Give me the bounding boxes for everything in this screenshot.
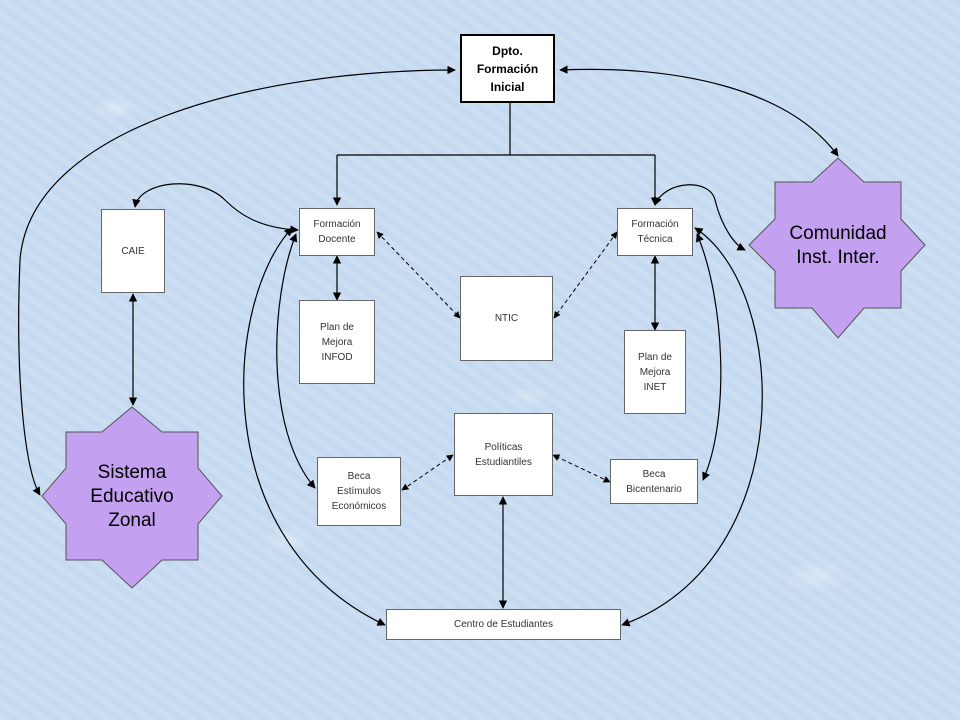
beca-estimulos-label: Beca Estímulos Económicos <box>331 471 387 512</box>
sistema-label: Sistema Educativo Zonal <box>90 462 174 531</box>
centro-label: Centro de Estudiantes <box>454 619 553 630</box>
formacion-docente-label: Formación Docente <box>313 219 361 245</box>
formacion-docente-box: Formación Docente <box>299 208 375 256</box>
plan-mejora-inet-box: Plan de Mejora INET <box>624 330 686 414</box>
beca-bicentenario-label: Beca Bicentenario <box>626 468 682 495</box>
tecnica-comunidad-arrow <box>653 184 746 251</box>
ntic-box: NTIC <box>460 276 553 361</box>
plan-inet-label: Plan de Mejora INET <box>638 351 672 393</box>
caie-label: CAIE <box>121 245 145 257</box>
beca-bicentenario-box: Beca Bicentenario <box>610 459 698 504</box>
dpto-formacion-inicial-box: Dpto. Formación Inicial <box>460 34 555 103</box>
caie-docente-arrow <box>132 183 299 234</box>
politicas-estudiantiles-box: Políticas Estudiantiles <box>454 413 553 496</box>
dpto-sistema-arrow <box>18 65 456 496</box>
centro-estudiantes-box: Centro de Estudiantes <box>386 609 621 640</box>
estimulos-politicas-dashed <box>401 454 454 491</box>
comunidad-star-shape <box>748 157 926 339</box>
formacion-tecnica-box: Formación Técnica <box>617 208 693 256</box>
beca-estimulos-box: Beca Estímulos Económicos <box>317 457 401 526</box>
politicas-label: Políticas Estudiantiles <box>475 441 532 468</box>
docente-centro-arrow <box>243 227 386 626</box>
bicentenario-politicas-dashed <box>552 454 611 483</box>
formacion-tecnica-label: Formación Técnica <box>631 219 679 245</box>
tecnica-centro-arrow <box>621 227 763 627</box>
caie-box: CAIE <box>101 209 165 293</box>
dpto-label: Dpto. Formación Inicial <box>476 43 539 94</box>
tecnica-ntic-dashed <box>553 231 618 319</box>
ntic-label: NTIC <box>494 313 519 324</box>
comunidad-label: Comunidad Inst. Inter. <box>789 223 887 268</box>
plan-mejora-infod-box: Plan de Mejora INFOD <box>299 300 375 384</box>
tecnica-bicentenario-arrow <box>696 233 722 481</box>
plan-infod-label: Plan de Mejora INFOD <box>320 321 354 363</box>
docente-ntic-dashed <box>376 231 461 319</box>
dpto-tree-connector <box>332 103 660 206</box>
dpto-comunidad-arrow <box>559 65 839 157</box>
